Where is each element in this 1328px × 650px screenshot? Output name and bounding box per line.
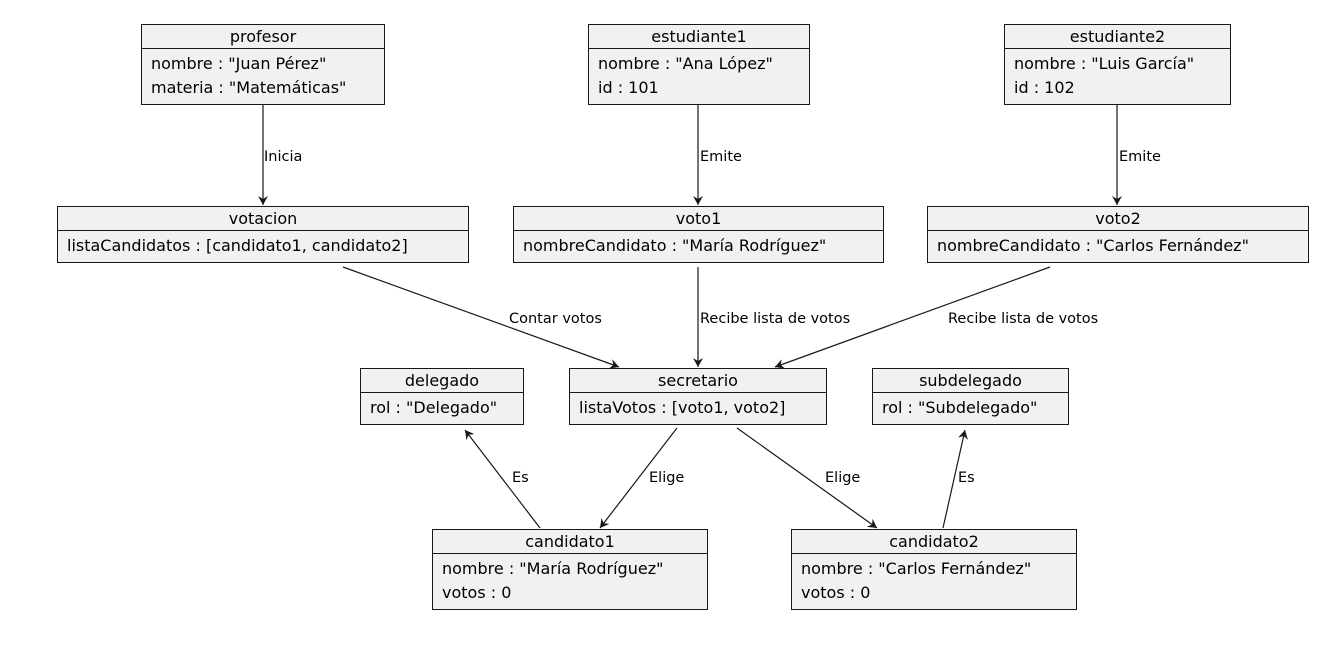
object-delegado[interactable]: delegado rol : "Delegado" — [360, 368, 524, 425]
object-voto1[interactable]: voto1 nombreCandidato : "María Rodríguez… — [513, 206, 884, 263]
object-secretario[interactable]: secretario listaVotos : [voto1, voto2] — [569, 368, 827, 425]
object-attribute: nombre : "Carlos Fernández" — [801, 559, 1032, 578]
edge-label-es-1: Es — [512, 470, 529, 486]
object-attribute: id : 102 — [1014, 78, 1075, 97]
object-candidato2[interactable]: candidato2 nombre : "Carlos Fernández" v… — [791, 529, 1077, 610]
object-attribute: votos : 0 — [442, 583, 512, 602]
edge-voto2-secretario — [774, 266, 1051, 369]
object-attribute: rol : "Subdelegado" — [882, 398, 1038, 417]
edge-label-es-2: Es — [958, 470, 975, 486]
object-votacion[interactable]: votacion listaCandidatos : [candidato1, … — [57, 206, 469, 263]
object-attribute: nombre : "Juan Pérez" — [151, 54, 327, 73]
object-candidato1[interactable]: candidato1 nombre : "María Rodríguez" vo… — [432, 529, 708, 610]
edge-label-recibe-votos-1: Recibe lista de votos — [700, 311, 851, 327]
object-title: profesor — [142, 25, 384, 49]
edge-label-elige-1: Elige — [649, 470, 685, 486]
edge-candidato1-delegado — [464, 429, 541, 529]
edge-candidato2-subdelegado — [942, 429, 968, 529]
object-attribute: nombre : "María Rodríguez" — [442, 559, 664, 578]
object-attribute: votos : 0 — [801, 583, 871, 602]
object-title: voto2 — [928, 207, 1308, 231]
object-title: subdelegado — [873, 369, 1068, 393]
object-subdelegado[interactable]: subdelegado rol : "Subdelegado" — [872, 368, 1069, 425]
edge-label-recibe-votos-2: Recibe lista de votos — [948, 311, 1099, 327]
object-attribute: listaCandidatos : [candidato1, candidato… — [67, 236, 408, 255]
object-attribute: listaVotos : [voto1, voto2] — [579, 398, 786, 417]
object-title: estudiante2 — [1005, 25, 1230, 49]
edge-label-emite-1: Emite — [700, 149, 742, 165]
object-title: votacion — [58, 207, 468, 231]
edge-label-elige-2: Elige — [825, 470, 861, 486]
object-profesor[interactable]: profesor nombre : "Juan Pérez" materia :… — [141, 24, 385, 105]
object-attribute: rol : "Delegado" — [370, 398, 498, 417]
object-estudiante1[interactable]: estudiante1 nombre : "Ana López" id : 10… — [588, 24, 810, 105]
object-attribute: nombre : "Luis García" — [1014, 54, 1195, 73]
object-attribute: materia : "Matemáticas" — [151, 78, 347, 97]
edge-votacion-secretario — [342, 266, 620, 369]
edge-label-contar-votos: Contar votos — [509, 311, 602, 327]
object-title: candidato2 — [792, 530, 1076, 554]
object-attribute: nombre : "Ana López" — [598, 54, 773, 73]
object-title: secretario — [570, 369, 826, 393]
object-estudiante2[interactable]: estudiante2 nombre : "Luis García" id : … — [1004, 24, 1231, 105]
object-title: candidato1 — [433, 530, 707, 554]
edge-secretario-candidato1 — [599, 427, 678, 529]
edge-label-inicia: Inicia — [264, 149, 303, 165]
object-attribute: nombreCandidato : "Carlos Fernández" — [937, 236, 1249, 255]
object-title: delegado — [361, 369, 523, 393]
object-title: voto1 — [514, 207, 883, 231]
edge-secretario-candidato2 — [736, 427, 878, 529]
object-attribute: id : 101 — [598, 78, 659, 97]
object-attribute: nombreCandidato : "María Rodríguez" — [523, 236, 827, 255]
object-title: estudiante1 — [589, 25, 809, 49]
object-voto2[interactable]: voto2 nombreCandidato : "Carlos Fernánde… — [927, 206, 1309, 263]
edge-label-emite-2: Emite — [1119, 149, 1161, 165]
